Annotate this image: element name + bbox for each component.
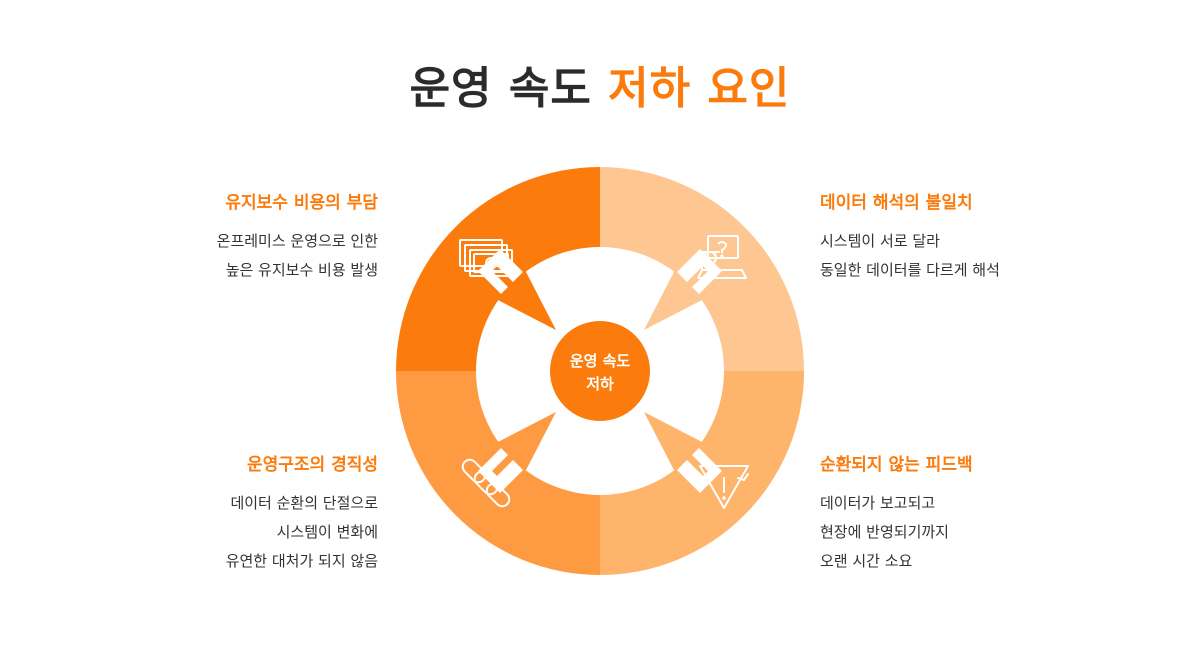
- factor-heading: 데이터 해석의 불일치: [820, 193, 973, 213]
- laptop-question-icon: [697, 235, 747, 279]
- factor-desc-line: 유연한 대처가 되지 않음: [225, 552, 378, 570]
- factor-desc-line: 오랜 시간 소요: [820, 552, 913, 570]
- center-circle: [550, 321, 650, 421]
- factor-rigid-structure: 운영구조의 경직성 데이터 순환의 단절으로 시스템이 변화에 유연한 대처가 …: [78, 450, 378, 576]
- warning-cycle-icon: [699, 465, 749, 509]
- factor-desc-line: 온프레미스 운영으로 인한: [216, 232, 378, 250]
- chain-link-icon: [461, 458, 511, 508]
- factor-desc-line: 높은 유지보수 비용 발생: [225, 261, 378, 279]
- factor-desc-line: 시스템이 서로 달라: [820, 232, 940, 250]
- factor-desc-line: 데이터가 보고되고: [820, 494, 936, 512]
- money-icon: [459, 239, 513, 277]
- arrow-body-top-left: [492, 266, 556, 330]
- title-part-1: 운영 속도: [409, 63, 592, 114]
- factor-desc-line: 동일한 데이터를 다르게 해석: [820, 261, 1000, 279]
- factor-desc-line: 시스템이 변화에: [276, 523, 378, 541]
- title-part-2: 저하 요인: [608, 63, 791, 114]
- center-label-line2: 저하: [586, 375, 614, 393]
- factor-maintenance-cost: 유지보수 비용의 부담 온프레미스 운영으로 인한 높은 유지보수 비용 발생: [78, 188, 378, 285]
- factor-heading: 유지보수 비용의 부담: [225, 193, 378, 213]
- factor-heading: 순환되지 않는 피드백: [820, 455, 973, 475]
- arrow-body-bottom-right: [644, 412, 708, 476]
- factor-desc-line: 현장에 반영되기까지: [820, 523, 949, 541]
- factor-heading: 운영구조의 경직성: [246, 455, 378, 475]
- factor-feedback-loop: 순환되지 않는 피드백 데이터가 보고되고 현장에 반영되기까지 오랜 시간 소…: [820, 450, 1120, 576]
- page-title: 운영 속도 저하 요인: [0, 52, 1200, 116]
- arrow-body-top-right: [644, 266, 708, 330]
- center-label-line1: 운영 속도: [570, 352, 631, 370]
- factor-desc-line: 데이터 순환의 단절으로: [230, 494, 378, 512]
- arrow-body-bottom-left: [492, 412, 556, 476]
- factor-data-interpretation: 데이터 해석의 불일치 시스템이 서로 달라 동일한 데이터를 다르게 해석: [820, 188, 1120, 285]
